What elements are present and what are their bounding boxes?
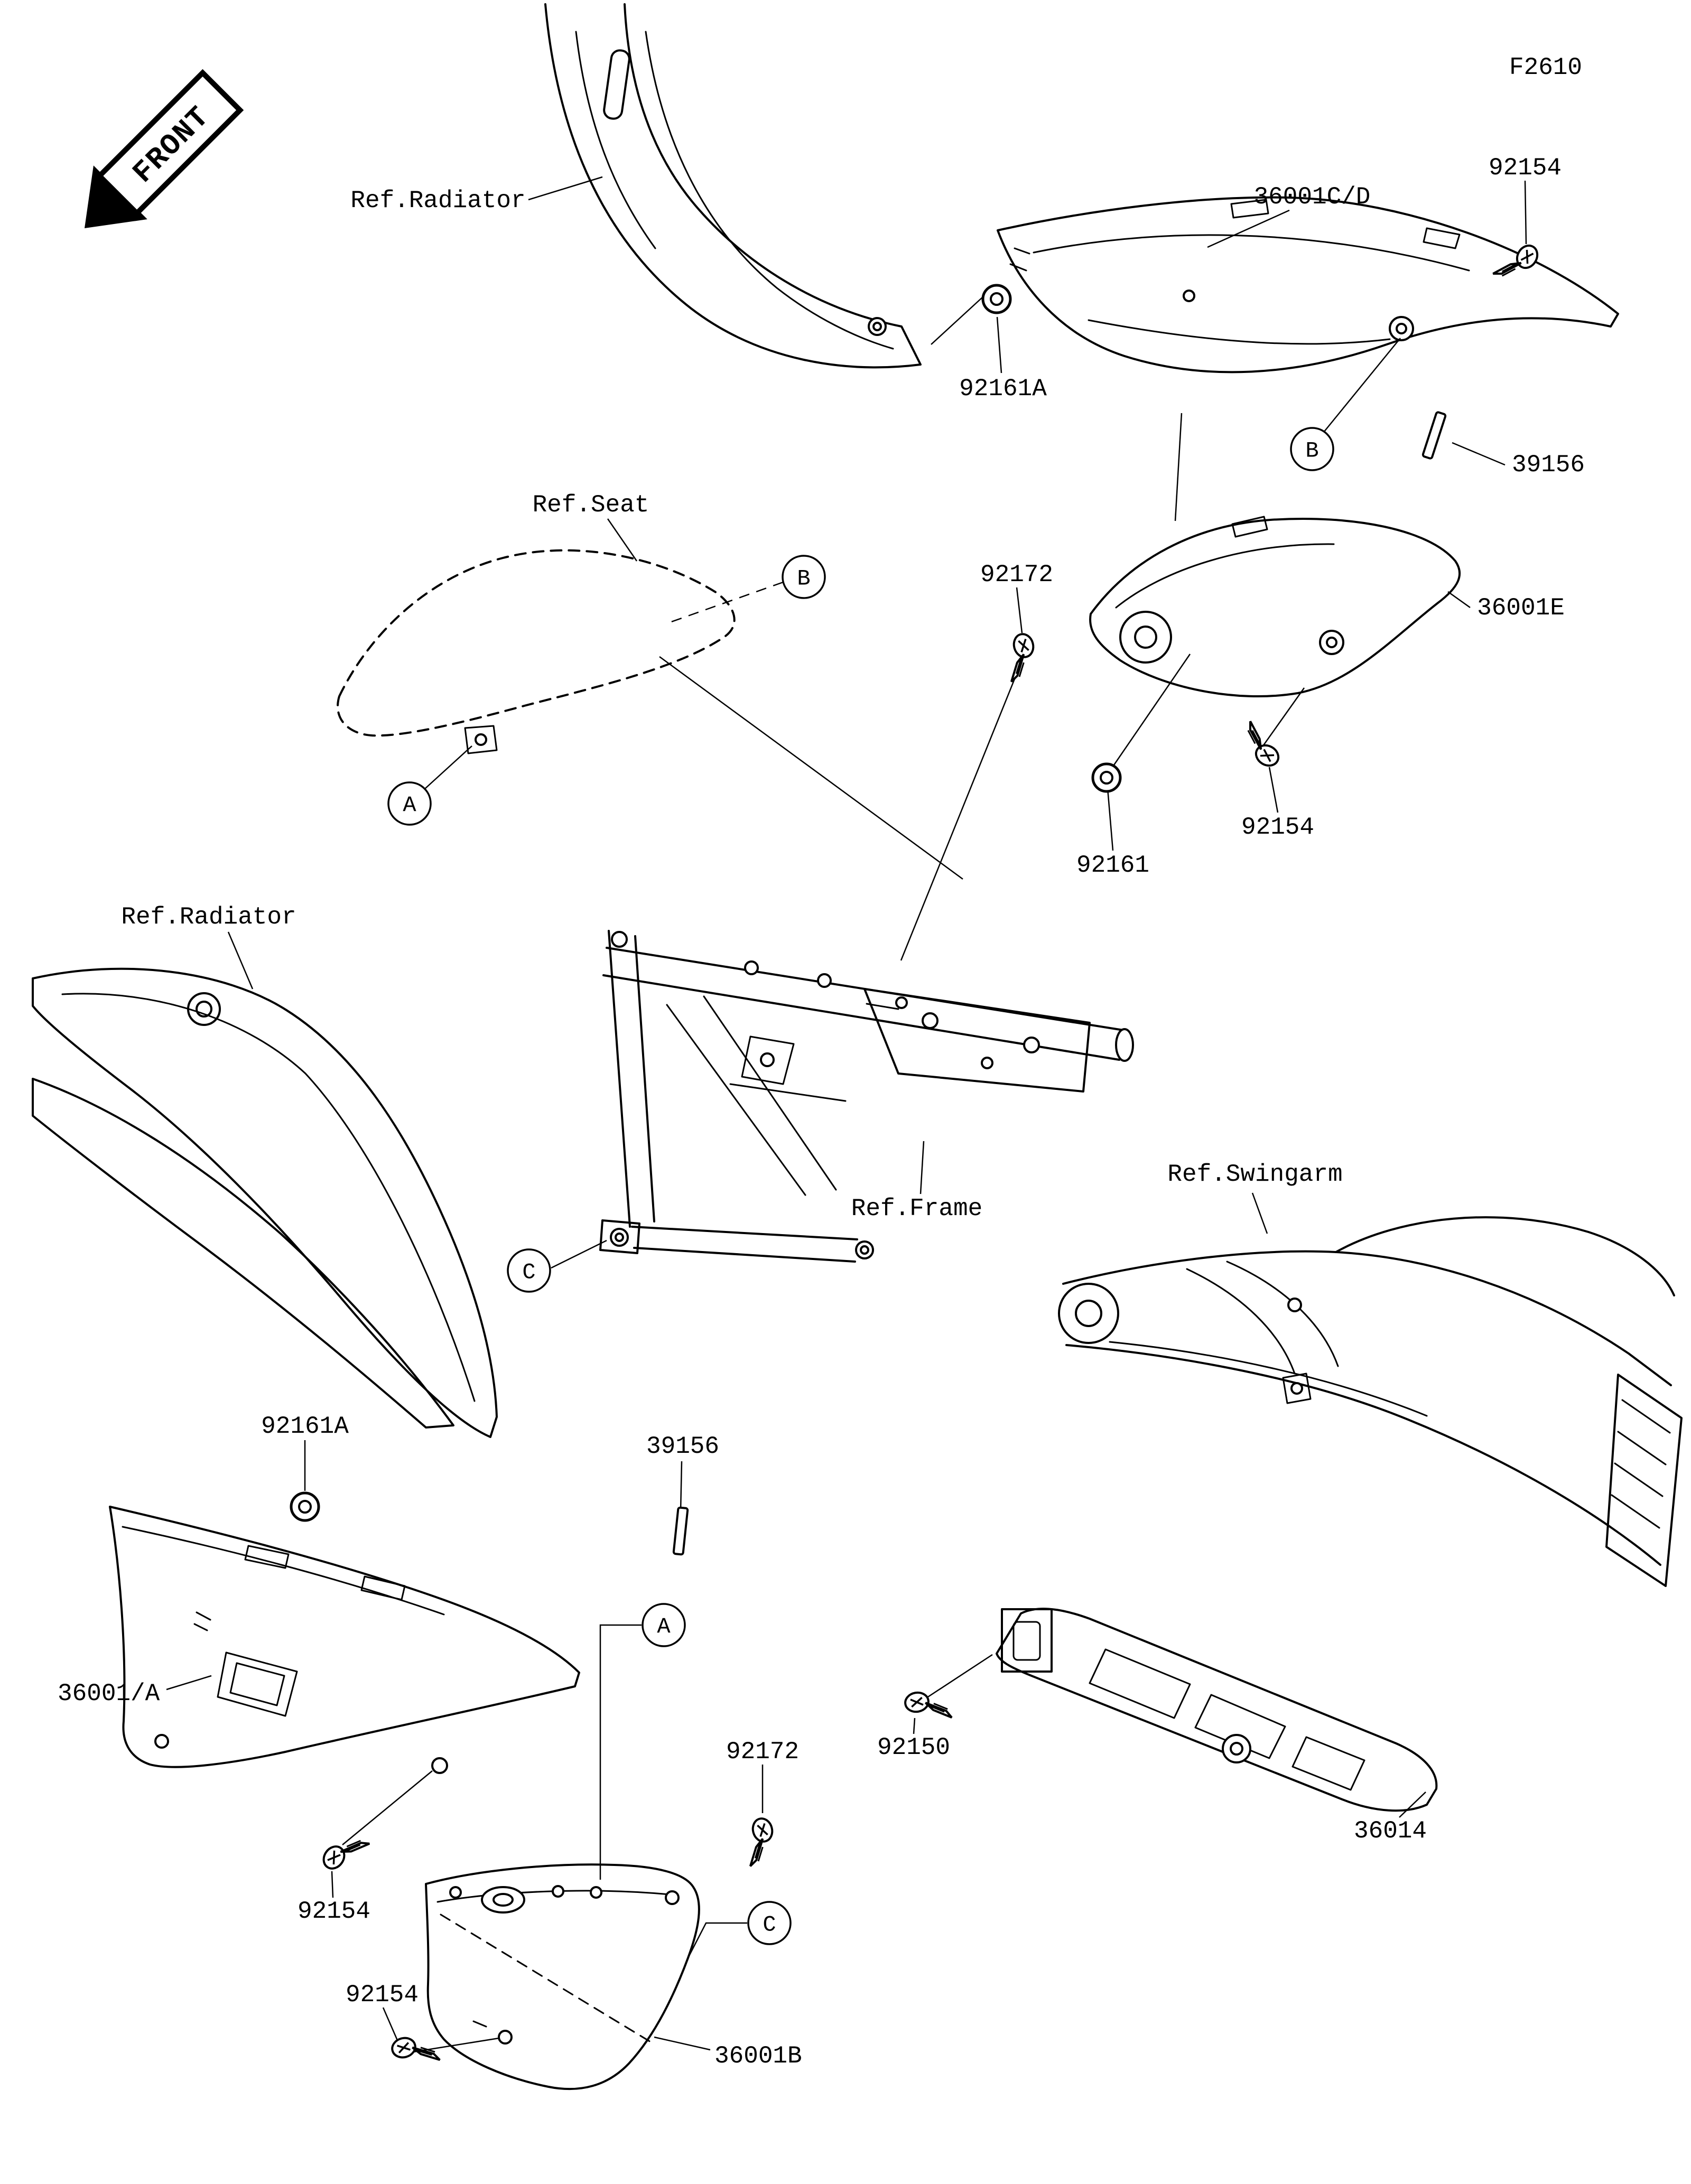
- callout-a-seat: A: [387, 781, 432, 826]
- pad-39156-lower-icon: [672, 1506, 689, 1556]
- front-direction-arrow: FRONT: [85, 69, 244, 228]
- side-cover-36001e-drawing: [1089, 516, 1461, 698]
- label-36001b: 36001B: [714, 2042, 802, 2070]
- callout-a-lower-letter: A: [657, 1614, 671, 1640]
- callout-b-cover: B: [1290, 427, 1334, 471]
- screw-92172-lower-icon: [738, 1815, 781, 1868]
- leader-lines: [166, 176, 1527, 2053]
- callout-c-bottom-letter: C: [763, 1912, 776, 1938]
- radiator-shroud-top-drawing: [544, 3, 922, 369]
- screw-92154-mid-icon: [1234, 720, 1289, 771]
- label-92154-top: 92154: [1489, 154, 1562, 182]
- callout-c-frame: C: [507, 1248, 551, 1293]
- label-92150: 92150: [877, 1734, 950, 1761]
- label-92161a-top: 92161A: [959, 375, 1047, 403]
- screw-92154-top-icon: [1492, 235, 1543, 290]
- label-92161: 92161: [1076, 852, 1149, 879]
- label-92154-bottom-left: 92154: [298, 1898, 370, 1925]
- damper-92161a-top-icon: [983, 285, 1010, 313]
- label-36014: 36014: [1354, 1817, 1427, 1845]
- label-92172-upper: 92172: [980, 561, 1053, 589]
- label-92154-bottom: 92154: [346, 1981, 419, 2009]
- label-39156-top: 39156: [1512, 451, 1585, 479]
- side-cover-36001a-drawing: [109, 1506, 580, 1774]
- pad-39156-top-icon: [1421, 410, 1447, 460]
- seat-reference-drawing: [337, 549, 736, 754]
- label-ref-swingarm: Ref.Swingarm: [1167, 1161, 1342, 1188]
- callout-c-frame-letter: C: [522, 1260, 535, 1285]
- callout-a-seat-letter: A: [403, 793, 416, 818]
- label-ref-seat: Ref.Seat: [533, 491, 649, 519]
- screw-92150-icon: [903, 1686, 953, 1726]
- side-cover-36001b-drawing: [425, 1863, 700, 2090]
- callout-b-cover-letter: B: [1305, 438, 1318, 464]
- label-36001e: 36001E: [1477, 594, 1565, 622]
- front-arrowhead-icon: [85, 165, 147, 228]
- screw-92172-upper-icon: [999, 631, 1042, 683]
- callout-a-lower: A: [642, 1603, 686, 1647]
- chain-cover-36014-drawing: [996, 1608, 1438, 1812]
- radiator-shroud-left-drawing: [32, 967, 498, 1438]
- label-ref-frame: Ref.Frame: [851, 1195, 982, 1222]
- label-39156-lower: 39156: [646, 1433, 719, 1460]
- label-92172-lower: 92172: [726, 1738, 799, 1766]
- callout-b-seat: B: [782, 555, 826, 599]
- screw-92154-bottom-left-icon: [318, 1825, 371, 1880]
- damper-92161a-lower-icon: [291, 1493, 319, 1520]
- frame-reference-drawing: [599, 930, 1134, 1263]
- label-ref-radiator-left: Ref.Radiator: [121, 903, 296, 931]
- label-92154-mid: 92154: [1241, 814, 1314, 841]
- callout-c-bottom: C: [747, 1901, 792, 1945]
- damper-92161-icon: [1093, 764, 1120, 791]
- label-36001a: 36001/A: [58, 1680, 160, 1707]
- page-code: F2610: [1509, 54, 1582, 81]
- swingarm-reference-drawing: [1058, 1216, 1683, 1587]
- label-36001cd: 36001C/D: [1254, 183, 1371, 211]
- side-cover-36001cd-drawing: [997, 196, 1619, 374]
- label-ref-radiator-top: Ref.Radiator: [350, 187, 525, 214]
- screw-92154-bottom-icon: [389, 2029, 441, 2073]
- label-92161a-lower: 92161A: [261, 1413, 349, 1440]
- callout-b-seat-letter: B: [797, 566, 810, 592]
